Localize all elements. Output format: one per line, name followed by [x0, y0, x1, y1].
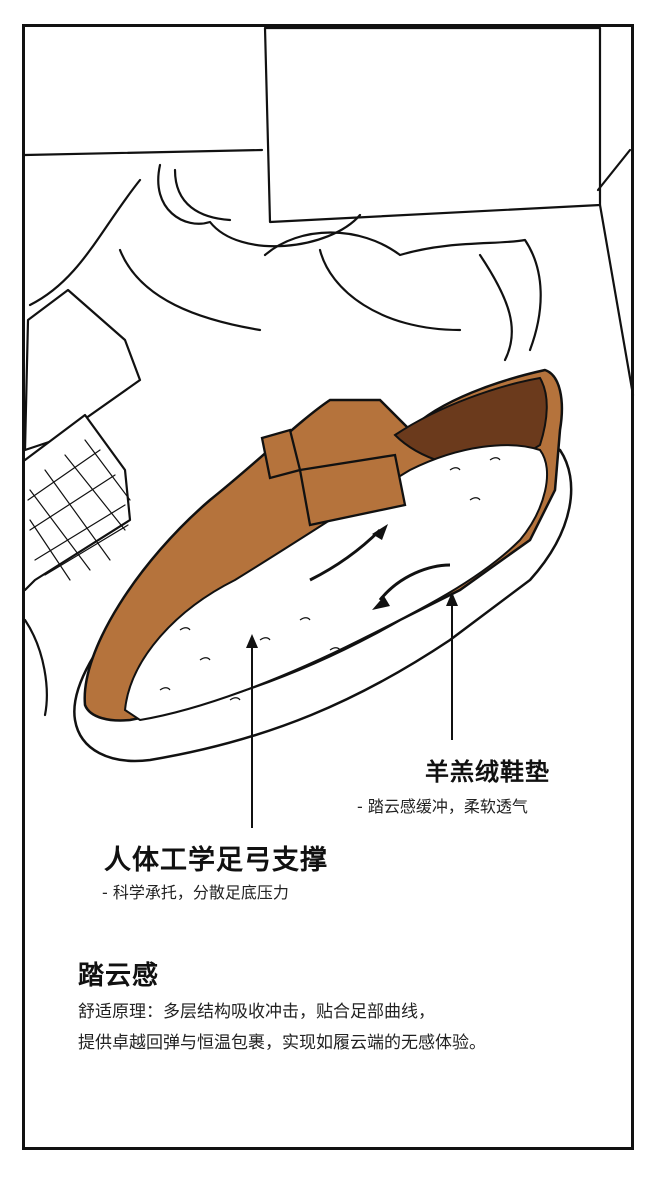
strap-loop	[260, 428, 302, 480]
arrow-up-icon	[372, 524, 388, 540]
checkered-cloth	[23, 413, 132, 592]
background-box	[23, 148, 264, 157]
airflow-arrows	[309, 528, 451, 601]
checkered-cloth	[23, 288, 142, 452]
shoe-strap	[298, 453, 407, 527]
feature-title: 踏云感	[78, 961, 160, 991]
callout-arrow-icon	[446, 592, 458, 606]
arch-support-title: 人体工学足弓支撑	[104, 845, 328, 876]
folded-shirt	[263, 231, 542, 352]
folded-shirt	[173, 168, 232, 222]
feature-description-line1: 舒适原理：多层结构吸收冲击，贴合足部曲线，	[78, 1002, 435, 1022]
arch-support-subtitle: - 科学承托，分散足底压力	[102, 883, 289, 902]
background-box	[263, 26, 602, 224]
folded-shirt	[478, 253, 513, 362]
folded-shirt	[318, 248, 462, 332]
cashmere-insole-subtitle: - 踏云感缓冲，柔软透气	[357, 797, 528, 816]
arrow-left-icon	[372, 596, 390, 610]
wall-edge	[596, 148, 632, 192]
feature-description-line2: 提供卓越回弹与恒温包裹，实现如履云端的无感体验。	[78, 1033, 486, 1053]
fleece-texture	[159, 457, 501, 701]
cashmere-insole-title: 羊羔绒鞋垫	[425, 758, 550, 786]
folded-shirt	[157, 163, 362, 248]
fleece-insole	[123, 444, 548, 722]
wall-edge	[598, 203, 635, 397]
callout-arrow-icon	[246, 634, 258, 648]
folded-shirt	[118, 248, 262, 332]
folded-shirt	[28, 178, 142, 307]
